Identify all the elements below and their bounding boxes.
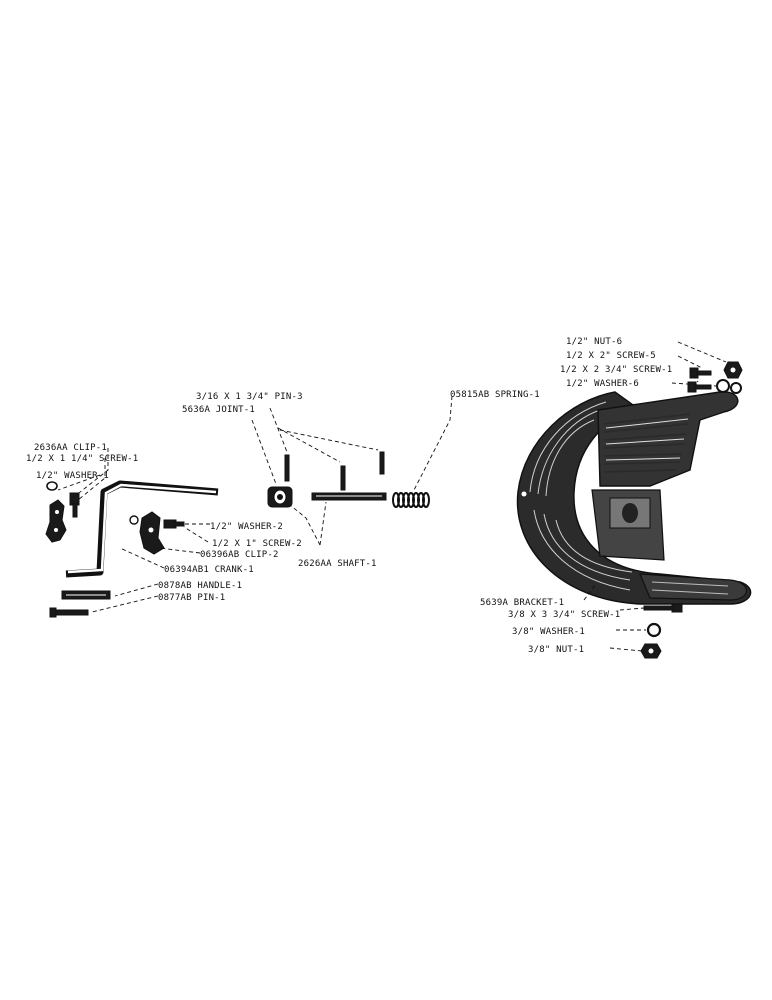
label-washer-half-2: 1/2" WASHER-2 bbox=[210, 522, 283, 532]
bracket-part bbox=[516, 391, 752, 605]
label-washer-3-8: 3/8" WASHER-1 bbox=[512, 627, 585, 637]
handle-part bbox=[61, 590, 111, 600]
spring-part bbox=[392, 492, 430, 508]
label-pin-3-16: 3/16 X 1 3/4" PIN-3 bbox=[196, 392, 303, 402]
label-handle-0878ab: 0878AB HANDLE-1 bbox=[158, 581, 242, 591]
bottom-right-hardware bbox=[640, 603, 683, 659]
labels: 2636AA CLIP-1 1/2 X 1 1/4" SCREW-1 1/2" … bbox=[26, 337, 672, 655]
label-spring-05815ab: 05815AB SPRING-1 bbox=[450, 390, 540, 400]
label-washer-half-6: 1/2" WASHER-6 bbox=[566, 379, 639, 389]
pin-0877ab-part bbox=[49, 607, 89, 618]
label-screw-half-2: 1/2 X 2" SCREW-5 bbox=[566, 351, 656, 361]
washer-left-part bbox=[46, 481, 58, 491]
label-screw-half-1-1-4: 1/2 X 1 1/4" SCREW-1 bbox=[26, 454, 138, 464]
label-shaft-2626aa: 2626AA SHAFT-1 bbox=[298, 559, 377, 569]
label-crank-06394ab1: 06394AB1 CRANK-1 bbox=[164, 565, 254, 575]
top-right-hardware bbox=[687, 361, 743, 394]
label-clip-2636aa: 2636AA CLIP-1 bbox=[34, 443, 107, 453]
crank-part bbox=[65, 480, 219, 578]
label-washer-half-1: 1/2" WASHER-1 bbox=[36, 471, 109, 481]
pins-3-16-part bbox=[284, 451, 385, 491]
label-nut-half-6: 1/2" NUT-6 bbox=[566, 337, 622, 347]
label-screw-3-8-3-3-4: 3/8 X 3 3/4" SCREW-1 bbox=[508, 610, 620, 620]
clip-06396ab-part bbox=[129, 511, 185, 555]
right-leaders bbox=[583, 341, 727, 652]
label-bracket-5639a: 5639A BRACKET-1 bbox=[480, 598, 564, 608]
left-leaders bbox=[57, 448, 210, 613]
label-screw-half-2-3-4: 1/2 X 2 3/4" SCREW-1 bbox=[560, 365, 672, 375]
clip-2636aa-part bbox=[45, 499, 67, 543]
label-pin-0877ab: 0877AB PIN-1 bbox=[158, 593, 225, 603]
shaft-part bbox=[311, 492, 387, 501]
label-screw-half-1: 1/2 X 1" SCREW-2 bbox=[212, 539, 302, 549]
center-leaders bbox=[251, 395, 453, 546]
joint-part bbox=[267, 486, 293, 508]
label-clip-06396ab: 06396AB CLIP-2 bbox=[200, 550, 279, 560]
label-joint-5636a: 5636A JOINT-1 bbox=[182, 405, 255, 415]
label-nut-3-8: 3/8" NUT-1 bbox=[528, 645, 584, 655]
screw-left-part bbox=[69, 492, 80, 518]
